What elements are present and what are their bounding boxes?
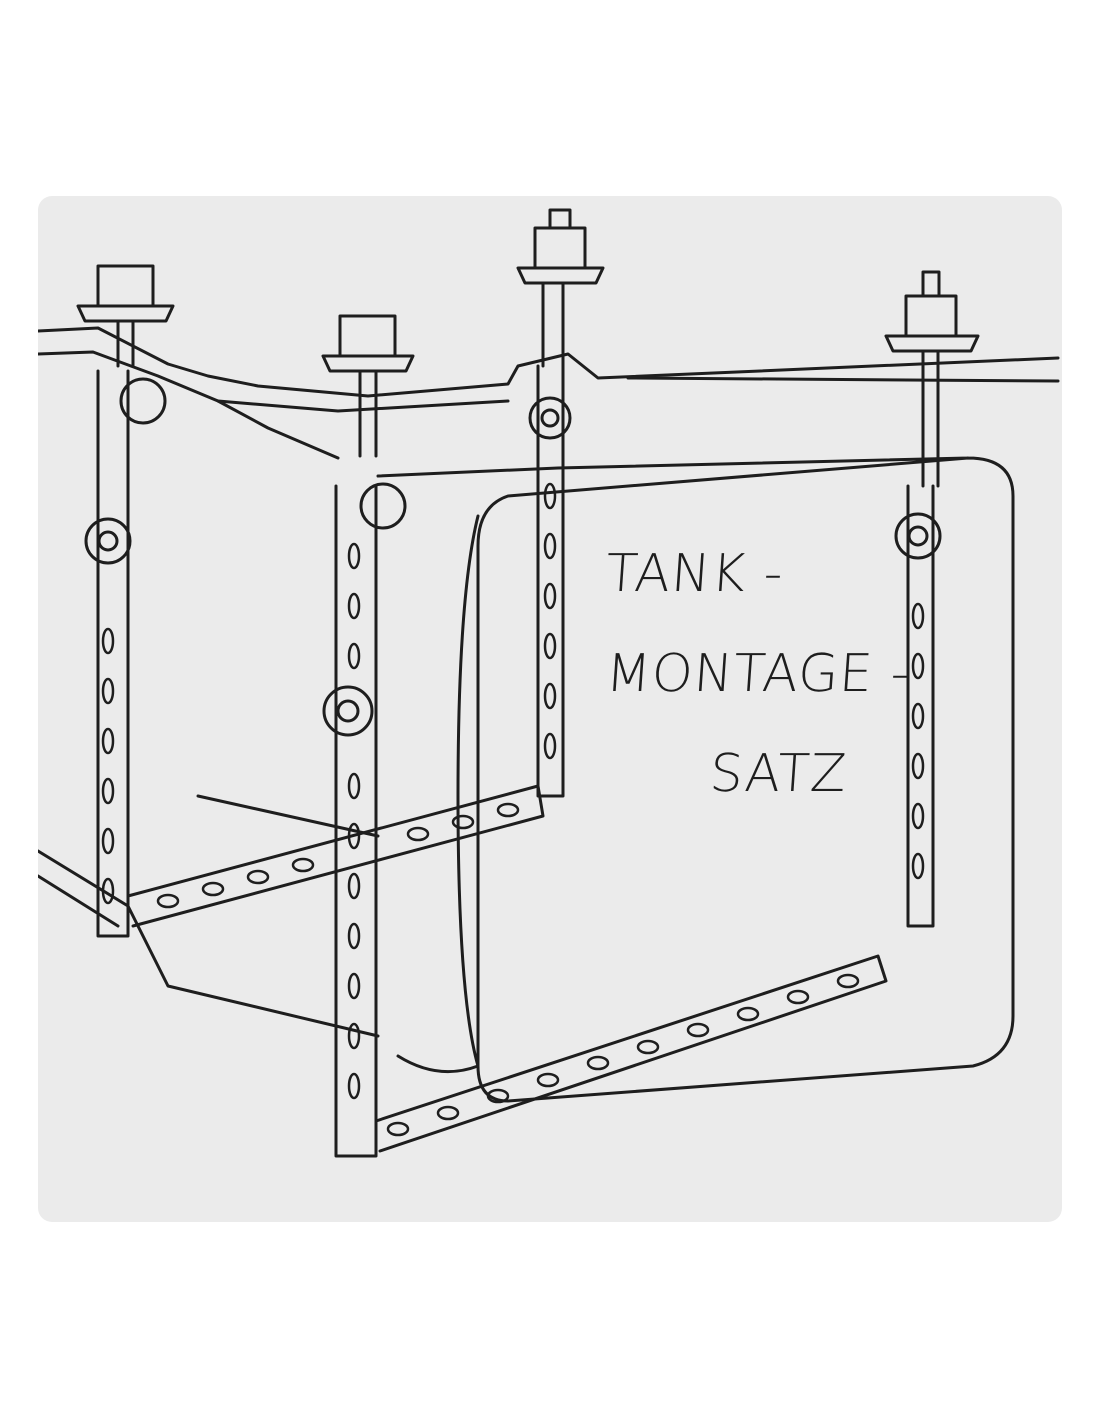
strap-left: [84, 369, 545, 938]
illustration-card: TANK - MONTAGE - SATZ: [38, 196, 1062, 1222]
bolts: [76, 208, 980, 488]
strap-holes: [101, 482, 925, 1137]
strap-front-left: [322, 482, 888, 1158]
label-line-2: MONTAGE -: [603, 644, 913, 704]
label-line-1: TANK -: [603, 544, 786, 604]
tank-mounting-kit-drawing: [38, 208, 1060, 1158]
label-line-3: SATZ: [707, 744, 850, 804]
tank-body: [38, 456, 1015, 1103]
strap-back: [528, 364, 572, 798]
mounting-surface: [38, 326, 1060, 460]
strap-right: [894, 484, 942, 928]
